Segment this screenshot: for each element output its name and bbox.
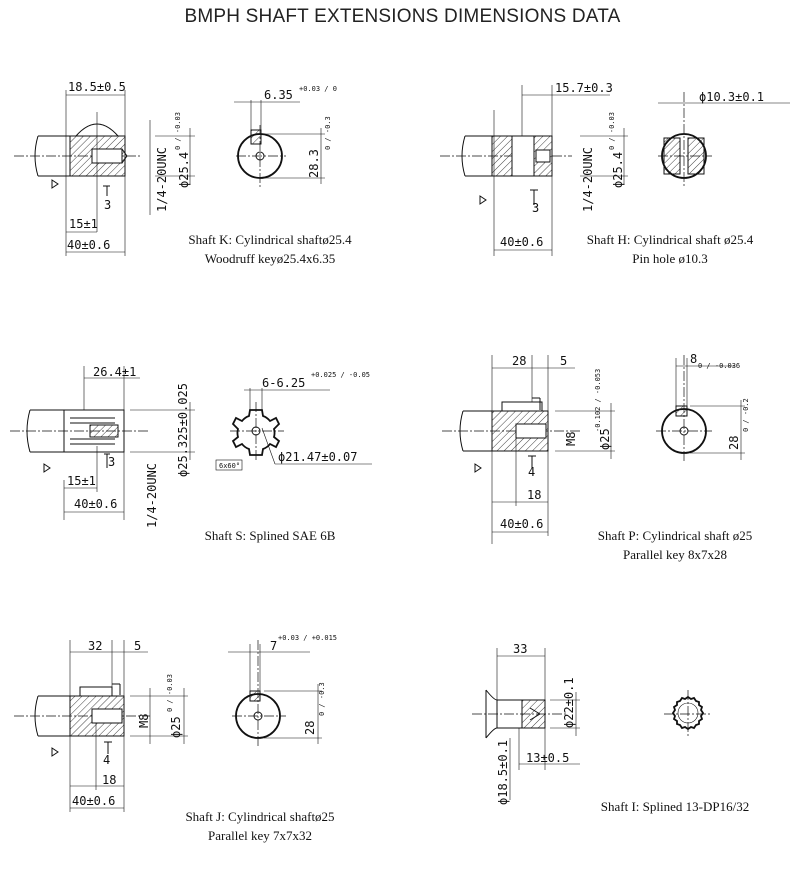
j-dia-tol: 0 / -0.03 [166, 674, 174, 712]
shaft-s-caption: Shaft S: Splined SAE 6B [170, 526, 370, 545]
s-spline-width-dim: 6-6.25 [262, 376, 305, 390]
s-len-15-dim: 15±1 [67, 474, 96, 488]
shaft-i-caption-line1: Shaft I: Splined 13-DP16/32 [600, 799, 750, 814]
shaft-s-side-view [10, 366, 195, 520]
j-len-40-dim: 40±0.6 [72, 794, 115, 808]
shaft-i-side-view [472, 648, 580, 800]
shaft-j-caption-line2: Parallel key 7x7x32 [208, 828, 312, 843]
j-len-5-dim: 5 [134, 639, 141, 653]
j-len-32-dim: 32 [88, 639, 102, 653]
shaft-j-caption: Shaft J: Cylindrical shaftø25 Parallel k… [160, 807, 360, 845]
k-key-height-dim: 28.3 [307, 149, 321, 178]
shaft-s-section-view [215, 388, 372, 471]
h-three-dim: 3 [532, 201, 539, 215]
k-key-width-dim: 6.35 [264, 88, 293, 102]
p-len-18-dim: 18 [527, 488, 541, 502]
p-key-height-dim: 28 [727, 436, 741, 450]
p-len-5-dim: 5 [560, 354, 567, 368]
shaft-p-side-view [442, 355, 615, 544]
shaft-k-caption-line1: Shaft K: Cylindrical shaftø25.4 [188, 232, 352, 247]
shaft-k-section-view [234, 100, 325, 188]
shaft-j-section-view [228, 640, 322, 748]
s-minor-dia-dim: ϕ21.47±0.07 [278, 450, 357, 464]
j-len-18-dim: 18 [102, 773, 116, 787]
k-key-width-tol: +0.03 / 0 [299, 85, 337, 93]
shaft-j-caption-line1: Shaft J: Cylindrical shaftø25 [185, 809, 335, 824]
p-thread-dim: M8 [564, 432, 578, 446]
shaft-k-caption: Shaft K: Cylindrical shaftø25.4 Woodruff… [170, 230, 370, 268]
h-dia-tol: 0 / -0.03 [608, 112, 616, 150]
s-spline-count-label: 6x60° [219, 462, 240, 470]
i-len-33-dim: 33 [513, 642, 527, 656]
shaft-h-side-view [440, 85, 628, 256]
h-dia-dim: ϕ25.4 [611, 152, 625, 188]
s-three-dim: 3 [108, 455, 115, 469]
k-len-40-dim: 40±0.6 [67, 238, 110, 252]
shaft-s-caption-line1: Shaft S: Splined SAE 6B [204, 528, 336, 543]
k-three-dim: 3 [104, 198, 111, 212]
k-len-15-dim: 15±1 [69, 217, 98, 231]
shaft-p-caption: Shaft P: Cylindrical shaft ø25 Parallel … [575, 526, 775, 564]
h-thread-dim: 1/4-20UNC [581, 147, 595, 212]
j-thread-dim: M8 [137, 714, 151, 728]
h-len-40-dim: 40±0.6 [500, 235, 543, 249]
shaft-k-side-view [14, 90, 195, 256]
shaft-p-caption-line1: Shaft P: Cylindrical shaft ø25 [597, 528, 753, 543]
j-dia-dim: ϕ25 [169, 716, 183, 738]
j-key-height-tol: 0 / -0.3 [318, 682, 326, 716]
s-len-spline-dim: 26.4±1 [93, 365, 136, 379]
k-len-key-dim: 18.5±0.5 [68, 80, 126, 94]
i-dia-18-dim: ϕ18.5±0.1 [496, 740, 510, 805]
p-four-dim: 4 [528, 465, 535, 479]
shaft-i-caption: Shaft I: Splined 13-DP16/32 [575, 797, 775, 816]
k-key-height-tol: 0 / -0.3 [324, 116, 332, 150]
shaft-h-caption-line2: Pin hole ø10.3 [632, 251, 708, 266]
j-key-width-tol: +0.03 / +0.015 [278, 634, 337, 642]
shaft-i-spline-section [664, 690, 712, 738]
shaft-h-caption-line1: Shaft H: Cylindrical shaft ø25.4 [586, 232, 754, 247]
p-dia-dim: ϕ25 [598, 428, 612, 450]
page-title: BMPH SHAFT EXTENSIONS DIMENSIONS DATA [184, 6, 621, 27]
p-key-width-dim: 8 [690, 352, 697, 366]
p-key-height-tol: 0 / -0.2 [742, 398, 750, 432]
k-thread-dim: 1/4-20UNC [155, 147, 169, 212]
i-dia-22-dim: ϕ22±0.1 [562, 677, 576, 728]
s-len-40-dim: 40±0.6 [74, 497, 117, 511]
j-key-width-dim: 7 [270, 639, 277, 653]
p-len-28-dim: 28 [512, 354, 526, 368]
s-thread-dim: 1/4-20UNC [145, 463, 159, 528]
s-spline-width-tol: +0.025 / -0.05 [311, 371, 370, 379]
s-dia-dim: ϕ25.325±0.025 [176, 383, 190, 477]
j-four-dim: 4 [103, 753, 110, 767]
shaft-j-side-view [14, 640, 188, 812]
h-pin-dia-dim: ϕ10.3±0.1 [699, 90, 764, 104]
k-dia-tol: 0 / -0.03 [174, 112, 182, 150]
shaft-p-caption-line2: Parallel key 8x7x28 [623, 547, 727, 562]
p-len-40-dim: 40±0.6 [500, 517, 543, 531]
p-key-width-tol: 0 / -0.036 [698, 362, 740, 370]
shaft-k-caption-line2: Woodruff keyø25.4x6.35 [204, 251, 336, 266]
i-len-13-dim: 13±0.5 [526, 751, 569, 765]
j-key-height-dim: 28 [303, 721, 317, 735]
p-dia-tol: -0.102 / -0.053 [594, 369, 602, 432]
shaft-p-section-view [656, 355, 745, 462]
shaft-h-section-view [658, 92, 790, 188]
k-dia-dim: ϕ25.4 [177, 152, 191, 188]
h-len-pin-dim: 15.7±0.3 [555, 81, 613, 95]
shaft-h-caption: Shaft H: Cylindrical shaft ø25.4 Pin hol… [570, 230, 770, 268]
